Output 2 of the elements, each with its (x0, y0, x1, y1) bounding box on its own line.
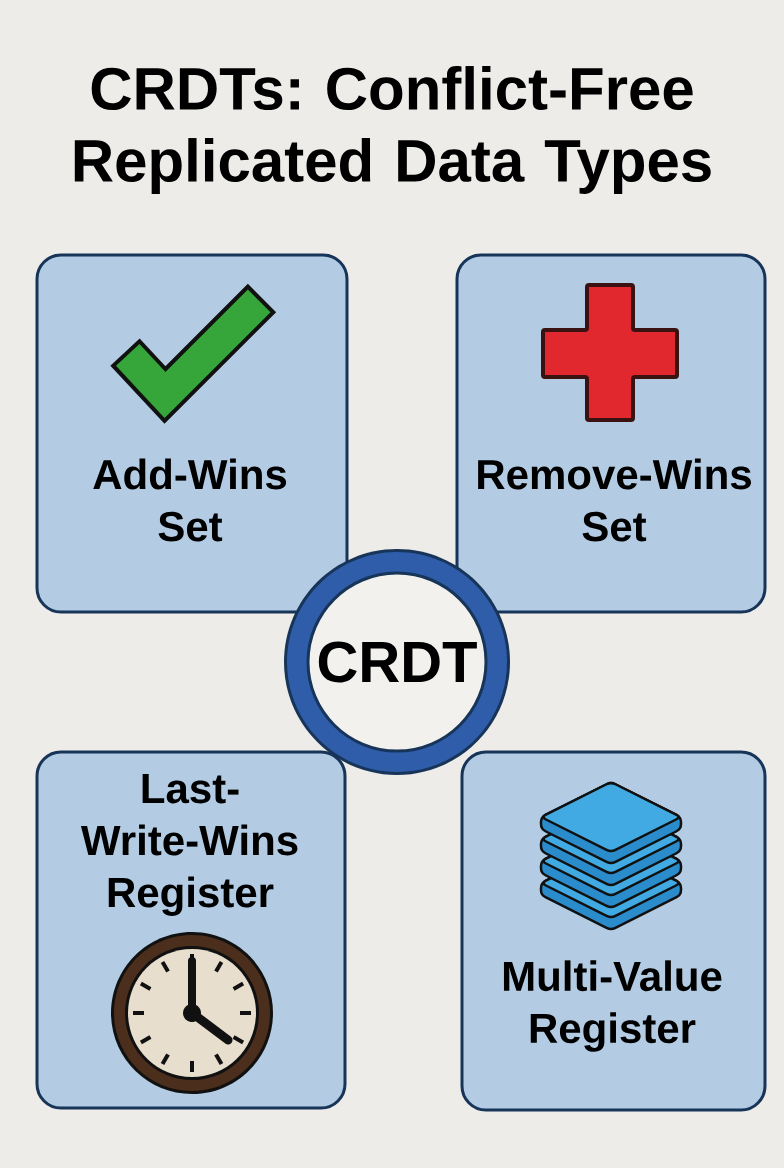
card: Add-Wins Set (35, 253, 349, 614)
title: CRDTs: Conflict-Free Replicated Data Types (74, 66, 711, 194)
